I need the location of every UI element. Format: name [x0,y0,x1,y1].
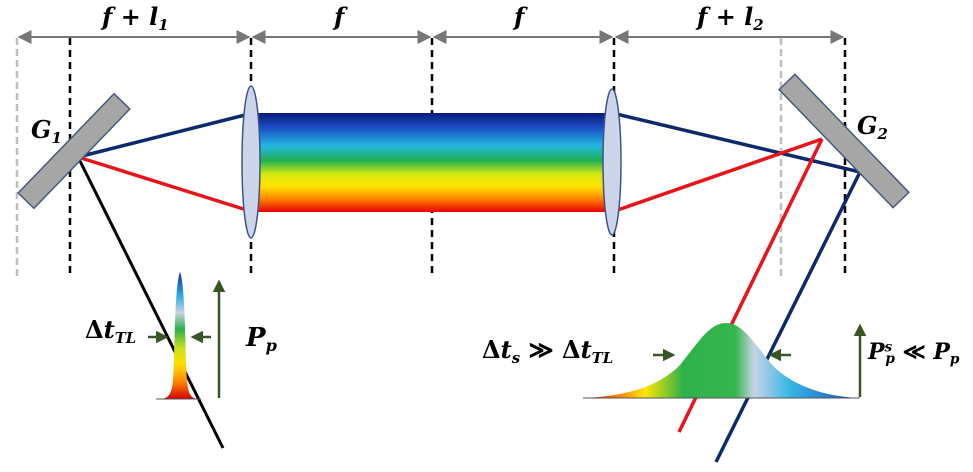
input-pulse-width-label: ΔtTL [85,315,137,347]
segment-label-4: f + l2 [697,2,764,34]
blue-ray-left [77,111,254,159]
segment-label-3: f [514,2,525,31]
grating-1 [17,92,131,210]
grating-1-label: G1 [31,115,62,147]
input-ray [76,156,225,449]
input-pulse [158,272,200,399]
grating-2 [778,73,910,209]
segment-label-1: f + l1 [102,2,169,34]
red-ray-left [77,155,254,214]
stretched-pulse-width-label: Δts ≫ ΔtTL [482,335,614,367]
stretched-pulse [585,323,858,398]
blue-ray-right [611,111,861,174]
blue-ray-output [714,171,862,463]
spectral-beam [253,113,612,212]
lens-2 [602,88,622,236]
grating-2-label: G2 [857,111,888,143]
input-pulse-power-label: Pp [246,323,277,356]
stretched-pulse-power-label: Psp ≪ Pp [868,339,960,368]
lens-1 [241,85,261,239]
segment-label-2: f [334,2,345,31]
red-ray-right [611,137,823,214]
